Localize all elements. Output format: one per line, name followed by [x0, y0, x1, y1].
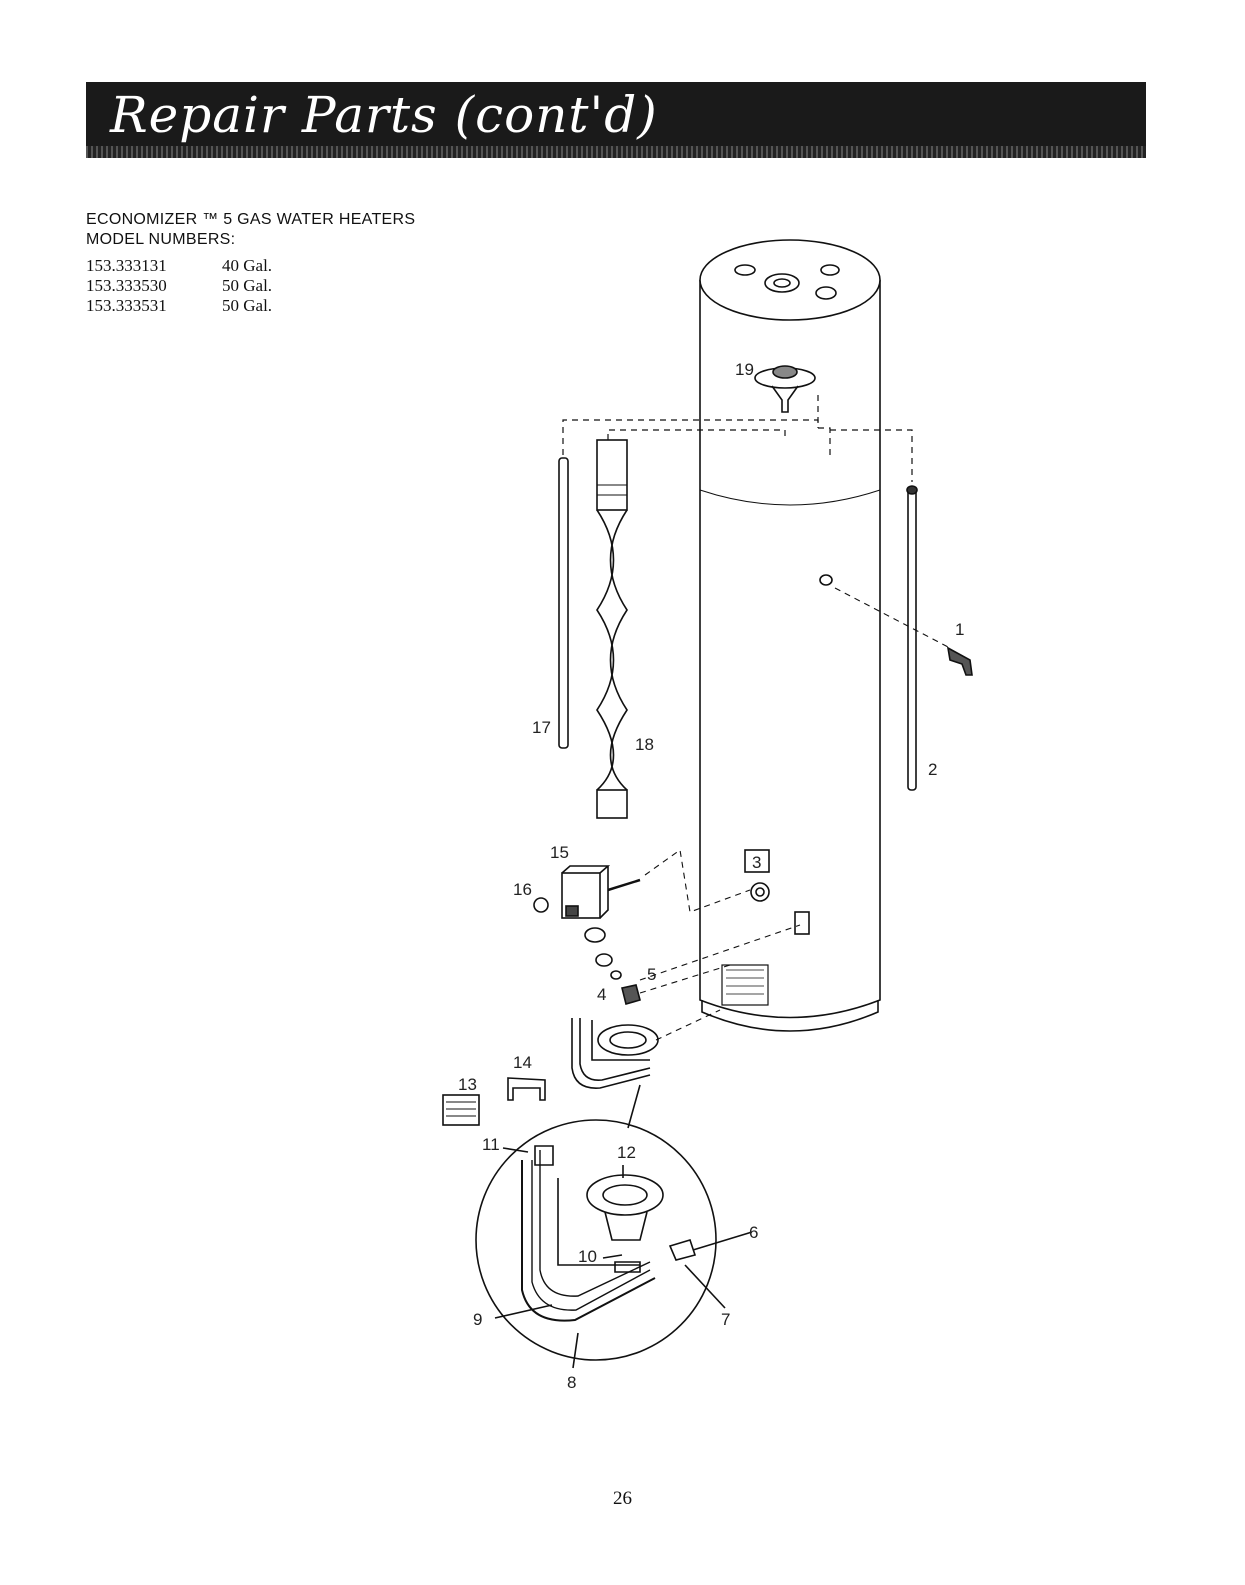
callout-14: 14 [513, 1053, 532, 1072]
flue-baffle-part-18 [597, 440, 627, 818]
callout-15: 15 [550, 843, 569, 862]
callout-2: 2 [928, 760, 937, 779]
callout-7: 7 [721, 1310, 730, 1329]
callout-19: 19 [735, 360, 754, 379]
dip-tube-part-2 [907, 486, 917, 790]
knob-part-16 [534, 898, 548, 912]
cover-part-13 [443, 1095, 479, 1125]
callout-6: 6 [749, 1223, 758, 1242]
burner-assembly [572, 1010, 720, 1128]
callout-3: 3 [752, 853, 761, 872]
burner-detail-circle [476, 1120, 752, 1368]
callout-17: 17 [532, 718, 551, 737]
callout-1: 1 [955, 620, 964, 639]
callout-12: 12 [617, 1143, 636, 1162]
bracket-part-14 [508, 1078, 545, 1100]
callout-18: 18 [635, 735, 654, 754]
callout-8: 8 [567, 1373, 576, 1392]
page-number: 26 [0, 1488, 1245, 1510]
callout-4: 4 [597, 985, 606, 1004]
callout-9: 9 [473, 1310, 482, 1329]
water-heater-tank [700, 240, 880, 1031]
callout-5: 5 [647, 965, 656, 984]
anode-rod-part-17 [559, 458, 568, 748]
callout-16: 16 [513, 880, 532, 899]
callout-11: 11 [482, 1135, 500, 1154]
callout-13: 13 [458, 1075, 477, 1094]
callout-10: 10 [578, 1247, 597, 1266]
